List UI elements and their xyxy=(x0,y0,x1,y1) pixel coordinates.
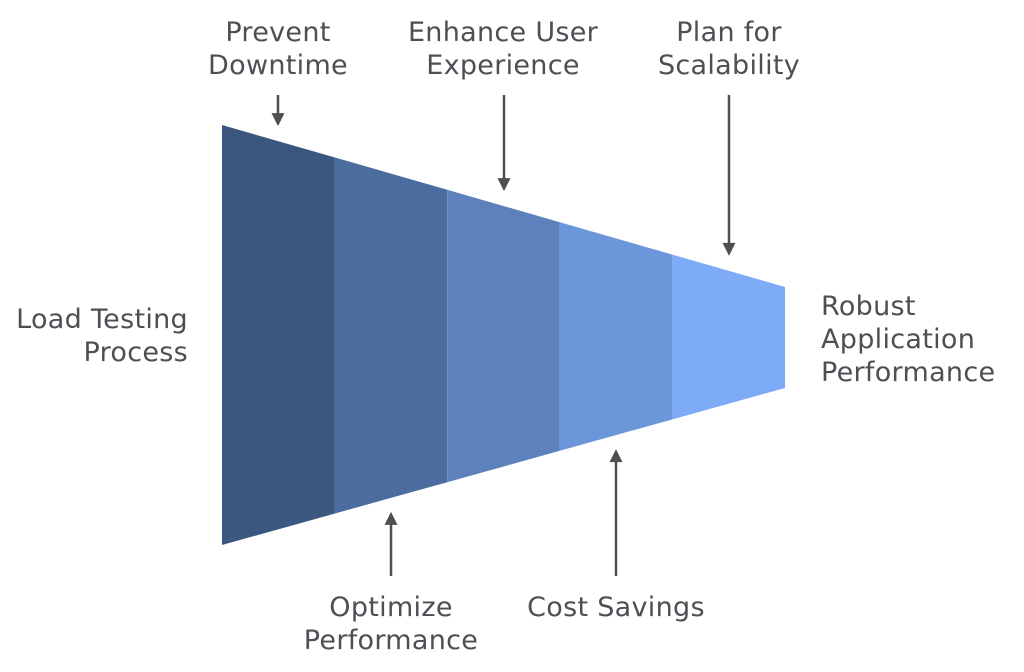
funnel-segment-3 xyxy=(447,189,560,483)
arrow-head-stage-5 xyxy=(722,242,736,256)
funnel-segment-1 xyxy=(222,125,335,545)
source-label: Load Testing Process xyxy=(16,304,188,368)
funnel-segment-4 xyxy=(559,222,673,451)
stage-label-plan-for-scalability: Plan for Scalability xyxy=(657,17,801,81)
funnel-segment-2 xyxy=(334,157,448,514)
result-label: Robust Application Performance xyxy=(821,291,996,388)
arrow-head-stage-4 xyxy=(609,449,623,463)
stage-label-prevent-downtime: Prevent Downtime xyxy=(208,17,348,81)
stage-label-optimize-performance: Optimize Performance xyxy=(303,592,479,656)
stage-label-enhance-user-experience: Enhance User Experience xyxy=(407,17,599,81)
arrow-head-stage-2 xyxy=(384,511,398,525)
arrow-head-stage-1 xyxy=(271,113,285,127)
stage-label-cost-savings: Cost Savings xyxy=(527,592,705,623)
funnel-segment-5 xyxy=(672,254,785,420)
arrow-head-stage-3 xyxy=(497,178,511,192)
